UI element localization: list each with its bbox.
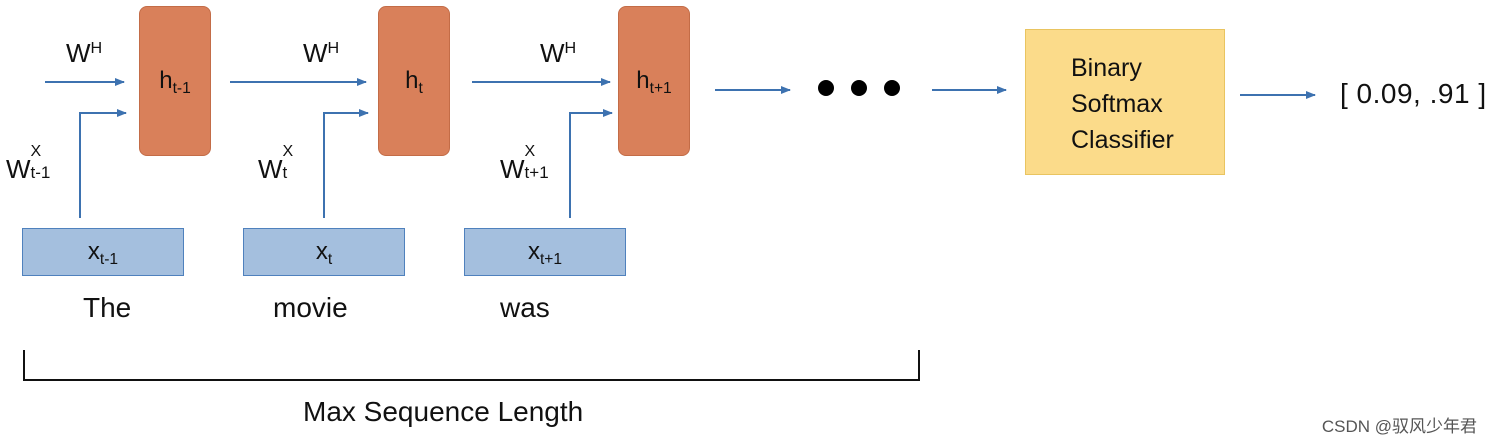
wx-arrow-3 (569, 109, 613, 218)
input-box-3: xt+1 (464, 228, 626, 276)
hidden-state-box-1: ht-1 (139, 6, 211, 156)
sequence-bracket (23, 350, 920, 381)
softmax-classifier-box: Binary Softmax Classifier (1025, 29, 1225, 175)
input-label: xt-1 (87, 238, 119, 269)
ellipsis-dot-2 (851, 80, 867, 96)
word-1: The (83, 292, 132, 323)
hidden-state-label: ht-1 (159, 67, 191, 98)
input-label: xt (315, 238, 333, 269)
weight-h-label-1: WH (66, 38, 103, 68)
word-2: movie (273, 292, 348, 323)
watermark: CSDN @驭风少年君 (1321, 417, 1477, 436)
ellipsis-dot-1 (818, 80, 834, 96)
weight-h-label-2: WH (303, 38, 340, 68)
ellipsis-dot-3 (884, 80, 900, 96)
wx-arrow-2 (323, 109, 369, 218)
classifier-line-1: Binary (1071, 54, 1142, 82)
classifier-line-3: Classifier (1071, 126, 1174, 154)
word-3: was (500, 292, 550, 323)
hidden-state-box-3: ht+1 (618, 6, 690, 156)
weight-h-label-3: WH (540, 38, 577, 68)
max-sequence-length-label: Max Sequence Length (303, 396, 584, 427)
input-box-2: xt (243, 228, 405, 276)
hidden-state-label: ht+1 (636, 67, 672, 98)
output-probabilities: [ 0.09, .91 ] (1340, 78, 1487, 109)
input-box-1: xt-1 (22, 228, 184, 276)
hidden-state-label: ht (405, 67, 423, 98)
classifier-line-2: Softmax (1071, 90, 1163, 118)
wx-arrow-1 (79, 109, 127, 218)
hidden-state-box-2: ht (378, 6, 450, 156)
input-label: xt+1 (527, 238, 563, 269)
